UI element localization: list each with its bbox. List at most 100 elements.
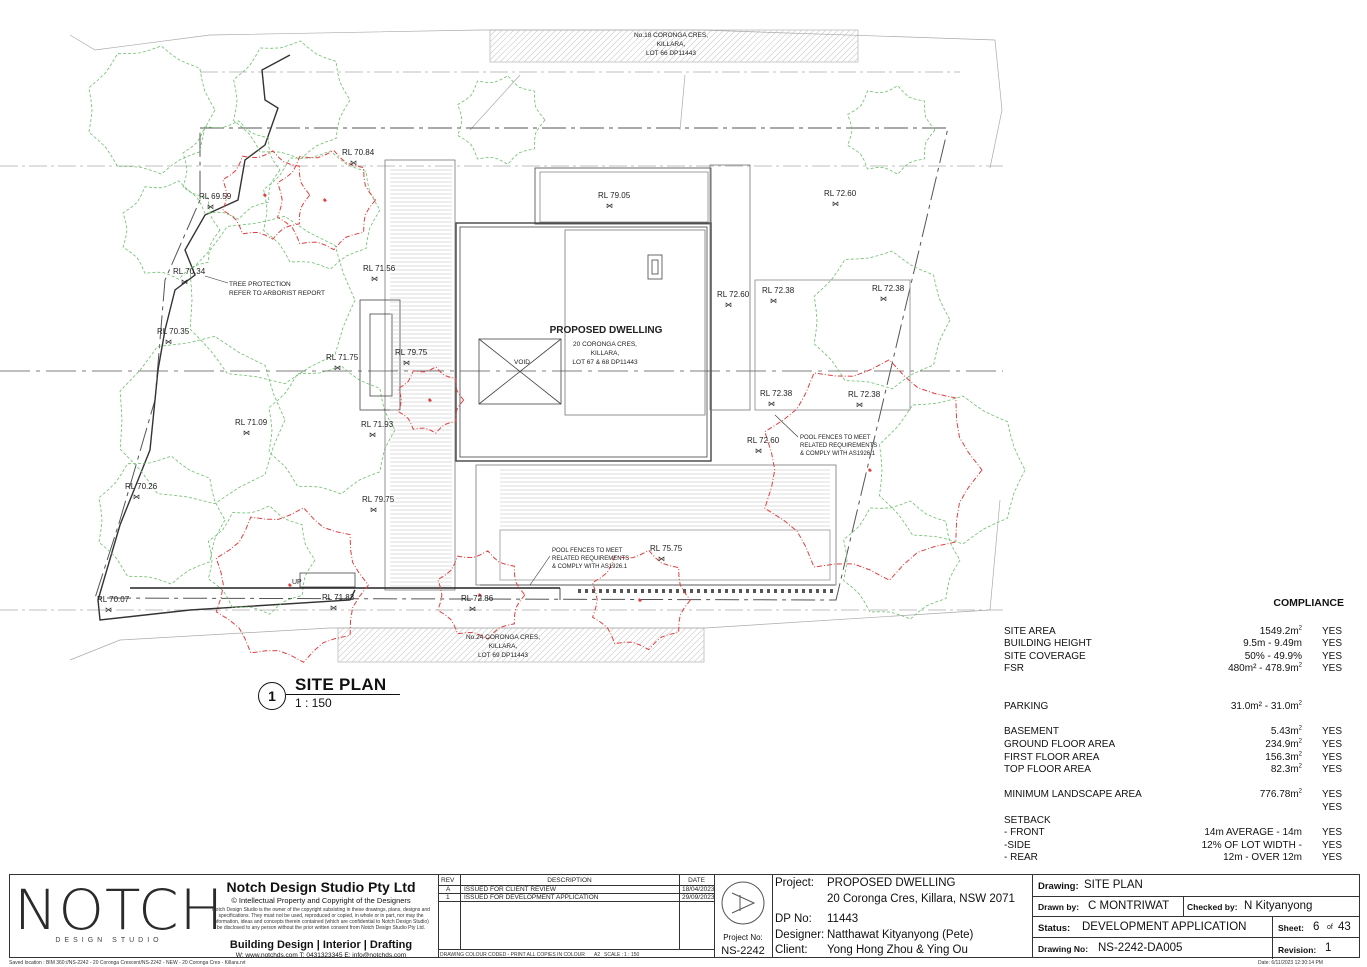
- compliance-status: YES: [1321, 625, 1342, 637]
- tree-note-line2: REFER TO ARBORIST REPORT: [229, 290, 325, 297]
- compliance-label: -SIDE: [1004, 839, 1031, 851]
- compliance-label: PARKING: [1004, 701, 1049, 713]
- rev-code: 1: [446, 894, 450, 901]
- reduced-level-label: RL 72.38: [762, 286, 795, 295]
- compliance-status: YES: [1321, 827, 1342, 839]
- project-no: NS-2242: [721, 945, 765, 957]
- disclaimer: Notch Design Studio is the owner of the …: [212, 907, 430, 931]
- level-marker-icon: ⋈: [371, 276, 378, 283]
- neighbor-top-line3: LOT 66 DP11443: [646, 50, 696, 57]
- compliance-label: - REAR: [1004, 852, 1038, 864]
- level-marker-icon: ⋈: [856, 402, 863, 409]
- neighbor-building-top: [489, 29, 859, 63]
- compliance-row: PARKING 31.0m² - 31.0m2: [1004, 701, 1346, 714]
- level-marker-icon: ⋈: [105, 607, 112, 614]
- reduced-level-label: RL 71.56: [363, 264, 396, 273]
- compliance-status: YES: [1321, 638, 1342, 650]
- compliance-value: 50% - 49.9%: [1244, 650, 1302, 662]
- compliance-value: 9.5m - 9.49m: [1243, 638, 1302, 650]
- compliance-label: BUILDING HEIGHT: [1004, 638, 1092, 650]
- deck-hatch: [390, 169, 830, 587]
- drawn-by: C MONTRIWAT: [1088, 900, 1170, 912]
- level-marker-icon: ⋈: [330, 605, 337, 612]
- compliance-value: 12m - OVER 12m: [1223, 852, 1302, 864]
- level-marker-icon: ⋈: [370, 507, 377, 514]
- reduced-level-label: RL 70.35: [157, 327, 190, 336]
- contact: W: www.notchds.com T: 0431323345 E: info…: [235, 952, 407, 959]
- site-plan-drawing: No.18 CORONGA CRES, KILLARA, LOT 66 DP11…: [0, 29, 1026, 663]
- pool-note-right-line1: POOL FENCES TO MEET: [800, 435, 871, 441]
- proposed-dwelling-footprint: [130, 159, 911, 600]
- existing-fence: [97, 54, 356, 621]
- existing-trees-retained: [88, 40, 1026, 620]
- reduced-level-label: RL 70.34: [173, 267, 206, 276]
- compliance-label: SITE COVERAGE: [1004, 650, 1086, 662]
- pool-note-right-line3: & COMPLY WITH AS1926.1: [800, 451, 876, 457]
- rev-code: A: [446, 886, 451, 893]
- dwelling-address-line1: 20 CORONGA CRES,: [573, 341, 637, 348]
- level-marker-icon: ⋈: [770, 298, 777, 305]
- reduced-level-label: RL 79.75: [395, 348, 428, 357]
- reduced-level-label: RL 71.09: [235, 418, 268, 427]
- compliance-label: MINIMUM LANDSCAPE AREA: [1004, 789, 1142, 801]
- company-logo: NOTCH DESIGN STUDIO: [14, 877, 225, 944]
- compliance-status: YES: [1321, 801, 1342, 813]
- compliance-value: 12% OF LOT WIDTH -: [1201, 839, 1302, 851]
- view-number-badge: 1: [258, 682, 286, 710]
- level-marker-icon: ⋈: [350, 160, 357, 167]
- notch-mark-icon: [721, 881, 765, 925]
- plot-date: Date: 6/11/2023 12:30:14 PM: [1258, 960, 1323, 966]
- status-value: DEVELOPMENT APPLICATION: [1082, 921, 1247, 933]
- reduced-level-label: RL 71.93: [361, 420, 394, 429]
- desc-header: DESCRIPTION: [547, 877, 592, 884]
- copyright: © Intellectual Property and Copyright of…: [231, 896, 411, 905]
- drawing-label: Drawing:: [1038, 881, 1079, 892]
- level-marker-icon: ⋈: [658, 556, 665, 563]
- level-marker-icon: ⋈: [469, 606, 476, 613]
- compliance-heading: COMPLIANCE: [1273, 597, 1344, 609]
- compliance-value: 82.3m2: [1270, 763, 1302, 776]
- compliance-value: 1549.2m2: [1259, 625, 1302, 637]
- level-marker-icon: ⋈: [725, 302, 732, 309]
- designer-label: Designer:: [775, 929, 825, 941]
- level-marker-icon: ⋈: [243, 430, 250, 437]
- stair-up-label: UP: [292, 579, 302, 586]
- pool-note-bottom-line3: & COMPLY WITH AS1926.1: [552, 564, 628, 570]
- dp-number: 11443: [827, 913, 859, 925]
- reduced-level-label: RL 69.59: [199, 192, 232, 201]
- compliance-value: 14m AVERAGE - 14m: [1204, 827, 1302, 839]
- sheet-total: 43: [1338, 921, 1351, 933]
- level-marker-icon: ⋈: [181, 279, 188, 286]
- compliance-row: YES: [1004, 802, 1346, 815]
- rev-date: 29/09/2023: [682, 894, 715, 901]
- compliance-label: FIRST FLOOR AREA: [1004, 751, 1100, 763]
- compliance-row: FIRST FLOOR AREA 156.3m2 YES: [1004, 751, 1346, 765]
- company-info: Notch Design Studio Pty Ltd © Intellectu…: [206, 879, 436, 959]
- view-title: SITE PLAN: [295, 675, 387, 694]
- compliance-status: YES: [1321, 751, 1342, 763]
- pool-note-bottom-line1: POOL FENCES TO MEET: [552, 548, 623, 554]
- neighbor-labels: No.18 CORONGA CRES, KILLARA, LOT 66 DP11…: [466, 32, 708, 659]
- compliance-status: YES: [1321, 789, 1342, 801]
- rev-description: ISSUED FOR DEVELOPMENT APPLICATION: [464, 894, 599, 901]
- date-header: DATE: [688, 877, 705, 884]
- neighbor-top-line1: No.18 CORONGA CRES,: [634, 32, 708, 39]
- project-address: 20 Coronga Cres, Killara, NSW 2071: [827, 893, 1015, 905]
- void-label: VOID: [514, 359, 530, 366]
- project-label: Project:: [775, 877, 814, 889]
- scale-label: SCALE :: [604, 952, 624, 958]
- neighbor-top-line2: KILLARA,: [657, 41, 686, 48]
- reduced-level-label: RL 72.38: [872, 284, 905, 293]
- compliance-row: SETBACK: [1004, 815, 1346, 828]
- compliance-row: MINIMUM LANDSCAPE AREA 776.78m2 YES: [1004, 789, 1346, 802]
- site-boundary: [94, 127, 949, 601]
- checked-by-label: Checked by:: [1187, 902, 1238, 912]
- compliance-value: 156.3m2: [1265, 751, 1302, 763]
- compliance-status: YES: [1321, 726, 1342, 738]
- client-name: Yong Hong Zhou & Ying Ou: [827, 944, 968, 956]
- compliance-label: GROUND FLOOR AREA: [1004, 738, 1116, 750]
